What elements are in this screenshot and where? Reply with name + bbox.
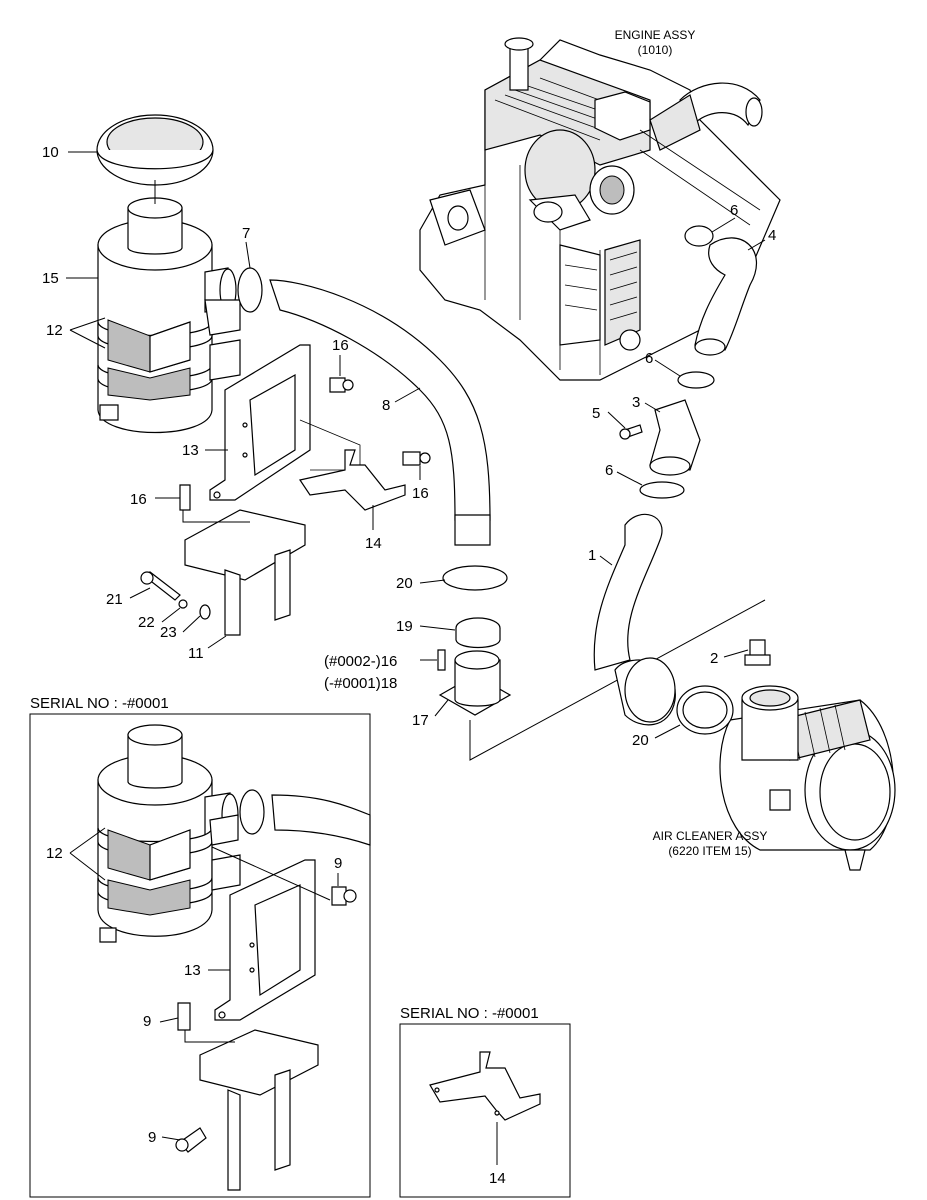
callout-15: 15 <box>42 270 59 287</box>
washer-23 <box>199 604 211 620</box>
callout-14: 14 <box>365 535 382 552</box>
callout-6-middle: 6 <box>645 350 653 367</box>
callout-22: 22 <box>138 614 155 631</box>
serial-callout-9-upper: 9 <box>334 855 342 872</box>
air-cleaner-body <box>97 197 241 434</box>
callout-2: 2 <box>710 650 718 667</box>
serial-callout-13: 13 <box>184 962 201 979</box>
callout-13: 13 <box>182 442 199 459</box>
serial-callout-14: 14 <box>489 1170 506 1187</box>
bolt-2 <box>744 639 771 666</box>
clamp-6c <box>639 481 685 499</box>
elbow-3 <box>649 399 701 476</box>
clamp-7 <box>237 267 263 313</box>
clamp-20a <box>442 565 508 591</box>
serial-bolts <box>175 886 357 1153</box>
support-plate-11 <box>184 509 306 636</box>
callout-16-serial: (#0002-)16 <box>324 653 397 670</box>
serial-callout-9-middle: 9 <box>143 1013 151 1030</box>
callout-11: 11 <box>188 645 204 662</box>
mounting-bracket-13 <box>209 344 361 501</box>
serial-air-cleaner <box>97 724 371 943</box>
bolt-5 <box>619 424 643 440</box>
bolt-16-upper <box>329 377 354 393</box>
serial-callout-12: 12 <box>46 845 63 862</box>
adapter-17 <box>437 649 512 716</box>
callout-17: 17 <box>412 712 429 729</box>
callout-7: 7 <box>242 225 250 242</box>
callout-12: 12 <box>46 322 63 339</box>
callout-20-left: 20 <box>396 575 413 592</box>
serial-label-right: SERIAL NO : -#0001 <box>400 1005 539 1022</box>
callout-6-bottom: 6 <box>605 462 613 479</box>
serial-bracket-13 <box>214 859 316 1021</box>
bracket-14 <box>299 449 406 511</box>
callout-20-right: 20 <box>632 732 649 749</box>
air-cleaner-caption-line1: AIR CLEANER ASSY <box>653 829 768 843</box>
ring-19 <box>455 617 501 649</box>
bolt-16-right <box>402 451 431 466</box>
engine-assy-caption-line1: ENGINE ASSY <box>615 28 696 42</box>
serial-box-left <box>29 713 371 1198</box>
serial-label-left: SERIAL NO : -#0001 <box>30 695 169 712</box>
callouts-main: 10 15 12 7 16 8 13 16 16 14 21 22 23 11 … <box>42 144 776 749</box>
callout-19: 19 <box>396 618 413 635</box>
callout-4: 4 <box>768 227 776 244</box>
engine-assembly <box>419 37 781 381</box>
leader-lines <box>66 151 766 739</box>
callout-16-upper: 16 <box>332 337 349 354</box>
serial-box-right <box>399 1023 571 1198</box>
callout-6-top: 6 <box>730 202 738 219</box>
hose-1 <box>593 513 663 671</box>
callout-5: 5 <box>592 405 600 422</box>
callout-8: 8 <box>382 397 390 414</box>
callout-16-left: 16 <box>130 491 147 508</box>
callout-1: 1 <box>588 547 596 564</box>
callout-16-right: 16 <box>412 485 429 502</box>
serial-plate <box>199 1029 319 1191</box>
callout-18-serial: (-#0001)18 <box>324 675 397 692</box>
washer-22 <box>178 599 188 609</box>
precleaner-cap <box>96 114 214 186</box>
serial-callout-9-lower: 9 <box>148 1129 156 1146</box>
hose-4 <box>694 237 757 351</box>
callout-10: 10 <box>42 144 59 161</box>
bolt-16-left <box>179 484 191 511</box>
callout-21: 21 <box>106 591 123 608</box>
callout-23: 23 <box>160 624 177 641</box>
bolt-21 <box>140 571 181 601</box>
callout-3: 3 <box>632 394 640 411</box>
serial-bracket-14 <box>429 1051 541 1121</box>
clamp-6b <box>677 371 715 389</box>
air-cleaner-caption-line2: (6220 ITEM 15) <box>668 844 751 858</box>
air-cleaner-assembly <box>719 685 896 871</box>
engine-assy-caption-line2: (1010) <box>638 43 673 57</box>
clamp-6a <box>684 225 714 247</box>
